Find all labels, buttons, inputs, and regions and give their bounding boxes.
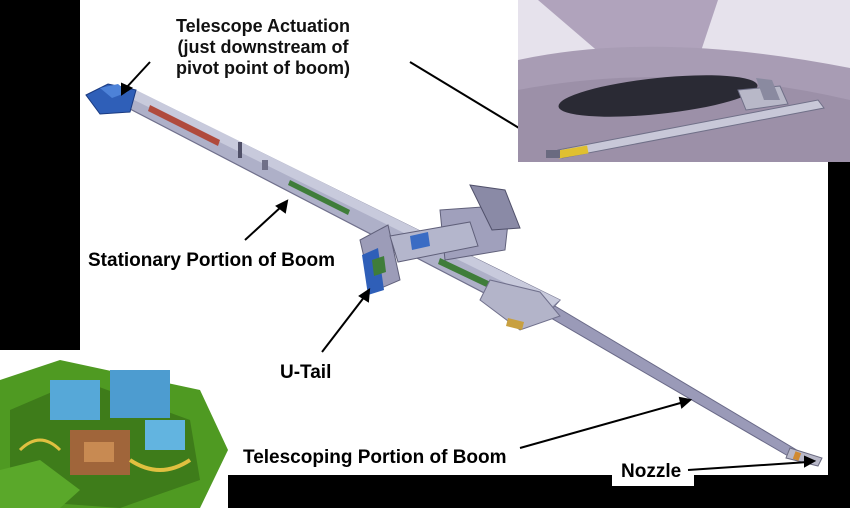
actuator-yellow [557,145,589,159]
actuation-title: Telescope Actuation [175,16,351,36]
green-shell [0,460,80,508]
stationary-boom-label: Stationary Portion of Boom [88,250,335,271]
actuation-note-1: (just downstream of [177,37,349,57]
actuation-note-2: pivot point of boom) [176,58,350,78]
engine-pod [558,75,758,117]
blue-component-3 [145,420,185,450]
nozzle-label-bg [612,458,694,486]
top-canvas [80,0,518,70]
detail-illustration [0,360,228,508]
blue-component-2 [110,370,170,418]
telescoping-boom-label: Telescoping Portion of Boom [243,447,507,468]
utail-upper-arm [469,184,521,231]
yellow-tubing [128,458,192,472]
yellow-tubing-2 [18,438,62,452]
boom-pivot [546,150,560,158]
inset-fin [756,78,780,100]
fairing-accent [506,318,524,330]
utail-label: U-Tail [280,362,332,383]
boom-antenna [238,142,242,158]
nozzle-label: Nozzle [621,461,682,482]
nozzle-band [792,451,802,461]
tail-fin [538,0,718,60]
fuselage-inset [518,0,850,162]
detail-inset [0,350,228,508]
boom-sensor [262,160,268,170]
red-stripe [148,105,220,146]
copper-detail [84,442,114,462]
utail-hub-blue [410,232,430,250]
utail-crossbar [389,221,479,263]
telescope-actuation-label: Telescope Actuation (just downstream of … [158,16,368,79]
fuselage-illustration [518,0,850,162]
green-stripe [288,180,350,215]
telescoping-boom [519,289,801,461]
boom-fairing [479,279,561,331]
utail-left-green [372,256,386,276]
blue-component-1 [50,380,100,420]
